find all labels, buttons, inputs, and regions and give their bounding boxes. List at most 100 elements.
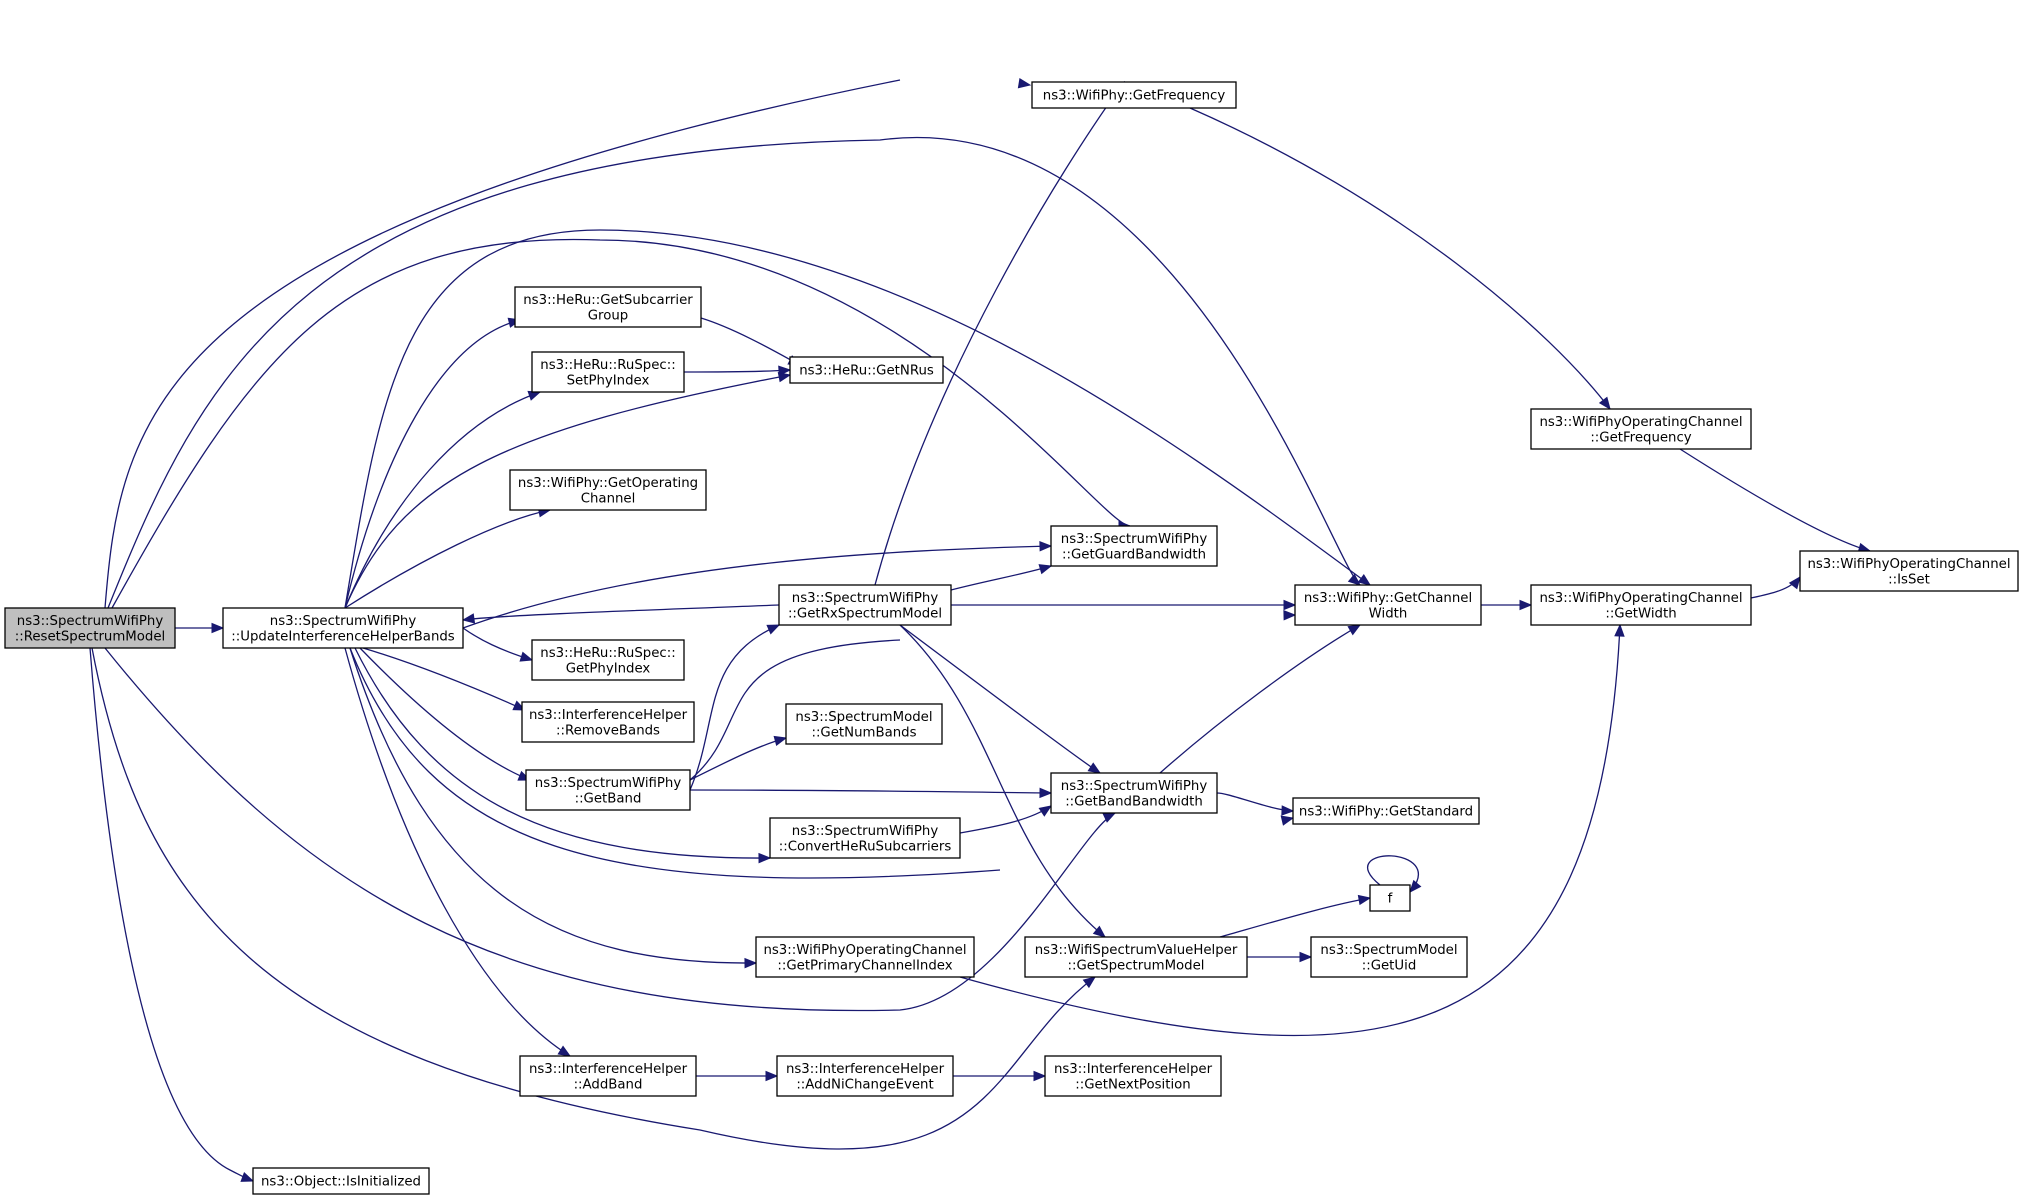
arrowhead-icon — [777, 371, 792, 383]
edge-line — [362, 647, 526, 711]
call-graph-edges — [89, 77, 1872, 1182]
node-getprim[interactable]: ns3::WifiPhyOperatingChannel::GetPrimary… — [755, 936, 975, 978]
node-label: ::GetFrequency — [1590, 430, 1691, 445]
node-label: ::AddNiChangeEvent — [796, 1077, 933, 1092]
edge-line — [462, 545, 1052, 629]
arrowhead-icon — [461, 613, 476, 624]
node-addni[interactable]: ns3::InterferenceHelper::AddNiChangeEven… — [776, 1055, 954, 1097]
arrowhead-icon — [744, 957, 758, 969]
edge-line — [1159, 624, 1361, 774]
node-opchfreq[interactable]: ns3::WifiPhyOperatingChannel::GetFrequen… — [1530, 408, 1752, 450]
node-label: ns3::WifiPhyOperatingChannel — [763, 943, 966, 958]
node-opchwidth[interactable]: ns3::WifiPhyOperatingChannel::GetWidth — [1530, 584, 1752, 626]
edge-line — [689, 639, 901, 781]
node-box — [1050, 525, 1218, 567]
node-label: SetPhyIndex — [567, 373, 650, 388]
edge-addband-to-addni — [696, 1070, 779, 1082]
node-box — [1369, 884, 1411, 912]
edge-line — [683, 369, 791, 373]
edge-line — [349, 647, 1001, 879]
node-getspecmodel[interactable]: ns3::WifiSpectrumValueHelper::GetSpectru… — [1024, 936, 1248, 978]
node-getbandbw[interactable]: ns3::SpectrumWifiPhy::GetBandBandwidth — [1050, 772, 1218, 814]
edge-getfreq-to-opchfreq — [1189, 107, 1611, 411]
node-label: Group — [588, 308, 628, 323]
node-addband[interactable]: ns3::InterferenceHelper::AddBand — [519, 1055, 697, 1097]
node-getnext[interactable]: ns3::InterferenceHelper::GetNextPosition — [1044, 1055, 1222, 1097]
node-getnumbands[interactable]: ns3::SpectrumModel::GetNumBands — [785, 703, 943, 745]
node-label: ns3::InterferenceHelper — [1054, 1062, 1213, 1077]
arrowhead-icon — [1347, 624, 1362, 636]
edge-getband-to-getrx — [689, 624, 781, 791]
edge-line — [344, 229, 1371, 609]
arrowhead-icon — [1598, 396, 1611, 411]
edge-update-to-addband — [344, 647, 572, 1057]
node-label: ns3::SpectrumWifiPhy — [270, 614, 417, 629]
arrowhead-icon — [1519, 599, 1533, 611]
node-getnrus[interactable]: ns3::HeRu::GetNRus — [789, 356, 944, 384]
node-getguard[interactable]: ns3::SpectrumWifiPhy::GetGuardBandwidth — [1050, 525, 1218, 567]
node-reset[interactable]: ns3::SpectrumWifiPhy::ResetSpectrumModel — [4, 607, 176, 649]
node-label: ::ResetSpectrumModel — [15, 629, 165, 644]
node-getband[interactable]: ns3::SpectrumWifiPhy::GetBand — [525, 769, 691, 811]
edge-getbandbw-to-getstd — [1216, 792, 1295, 816]
edge-getband-to-getnumbands — [689, 735, 788, 781]
edge-line — [111, 238, 1131, 609]
edge-line — [344, 319, 521, 609]
edge-reset-to-getchw — [107, 136, 1362, 609]
node-label: Width — [1369, 606, 1408, 621]
node-getrx[interactable]: ns3::SpectrumWifiPhy::GetRxSpectrumModel — [778, 584, 952, 626]
node-update[interactable]: ns3::SpectrumWifiPhy::UpdateInterference… — [222, 607, 464, 649]
edge-line — [107, 136, 1361, 609]
node-label: ::UpdateInterferenceHelperBands — [231, 629, 455, 644]
node-getuid[interactable]: ns3::SpectrumModel::GetUid — [1310, 936, 1468, 978]
edge-getrx-to-getbandbw — [899, 624, 1102, 774]
node-box — [252, 1167, 430, 1195]
node-label: ns3::WifiPhyOperatingChannel — [1807, 557, 2010, 572]
node-removebands[interactable]: ns3::InterferenceHelper::RemoveBands — [521, 701, 695, 743]
node-setphy[interactable]: ns3::HeRu::RuSpec::SetPhyIndex — [531, 351, 685, 393]
edge-update-to-convert — [354, 647, 772, 864]
node-getstd[interactable]: ns3::WifiPhy::GetStandard — [1292, 797, 1480, 825]
node-label: ns3::InterferenceHelper — [529, 1062, 688, 1077]
node-box — [1799, 550, 2019, 592]
node-label: ns3::WifiPhy::GetFrequency — [1043, 89, 1226, 104]
edge-line — [1216, 792, 1294, 812]
node-convert[interactable]: ns3::SpectrumWifiPhy::ConvertHeRuSubcarr… — [769, 817, 961, 859]
node-isset[interactable]: ns3::WifiPhyOperatingChannel::IsSet — [1799, 550, 2019, 592]
node-label: ::GetNextPosition — [1075, 1077, 1190, 1092]
arrowhead-icon — [519, 651, 534, 662]
edge-line — [1366, 855, 1419, 893]
node-box — [785, 703, 943, 745]
edge-update-to-getphyidx — [462, 627, 534, 662]
node-getfreq[interactable]: ns3::WifiPhy::GetFrequency — [1031, 81, 1237, 109]
arrowhead-icon — [1033, 1070, 1047, 1082]
edge-reset-to-isinit — [89, 647, 255, 1182]
node-box — [222, 607, 464, 649]
node-box — [4, 607, 176, 649]
node-box — [531, 639, 685, 681]
arrowhead-icon — [1038, 564, 1053, 575]
arrowhead-icon — [766, 624, 781, 635]
edge-opchwidth-to-isset — [1750, 575, 1801, 599]
edge-line — [700, 317, 801, 366]
edge-line — [344, 374, 791, 609]
node-isinit[interactable]: ns3::Object::IsInitialized — [252, 1167, 430, 1195]
edge-getband-to-getbandbw — [689, 787, 1053, 799]
arrowhead-icon — [1283, 610, 1297, 621]
edge-convert-to-getbandbw — [959, 805, 1053, 834]
node-box — [1310, 936, 1468, 978]
edge-update-to-getguard — [462, 541, 1053, 629]
node-label: ns3::HeRu::RuSpec:: — [540, 646, 675, 661]
node-box — [509, 469, 707, 511]
node-f[interactable]: f — [1369, 884, 1411, 912]
node-getphyidx[interactable]: ns3::HeRu::RuSpec::GetPhyIndex — [531, 639, 685, 681]
node-label: ::IsSet — [1888, 572, 1930, 587]
edge-line — [349, 647, 757, 964]
arrowhead-icon — [1347, 573, 1362, 586]
node-label: ::AddBand — [574, 1077, 643, 1092]
edge-getprim-to-opchwidth — [959, 623, 1625, 1037]
